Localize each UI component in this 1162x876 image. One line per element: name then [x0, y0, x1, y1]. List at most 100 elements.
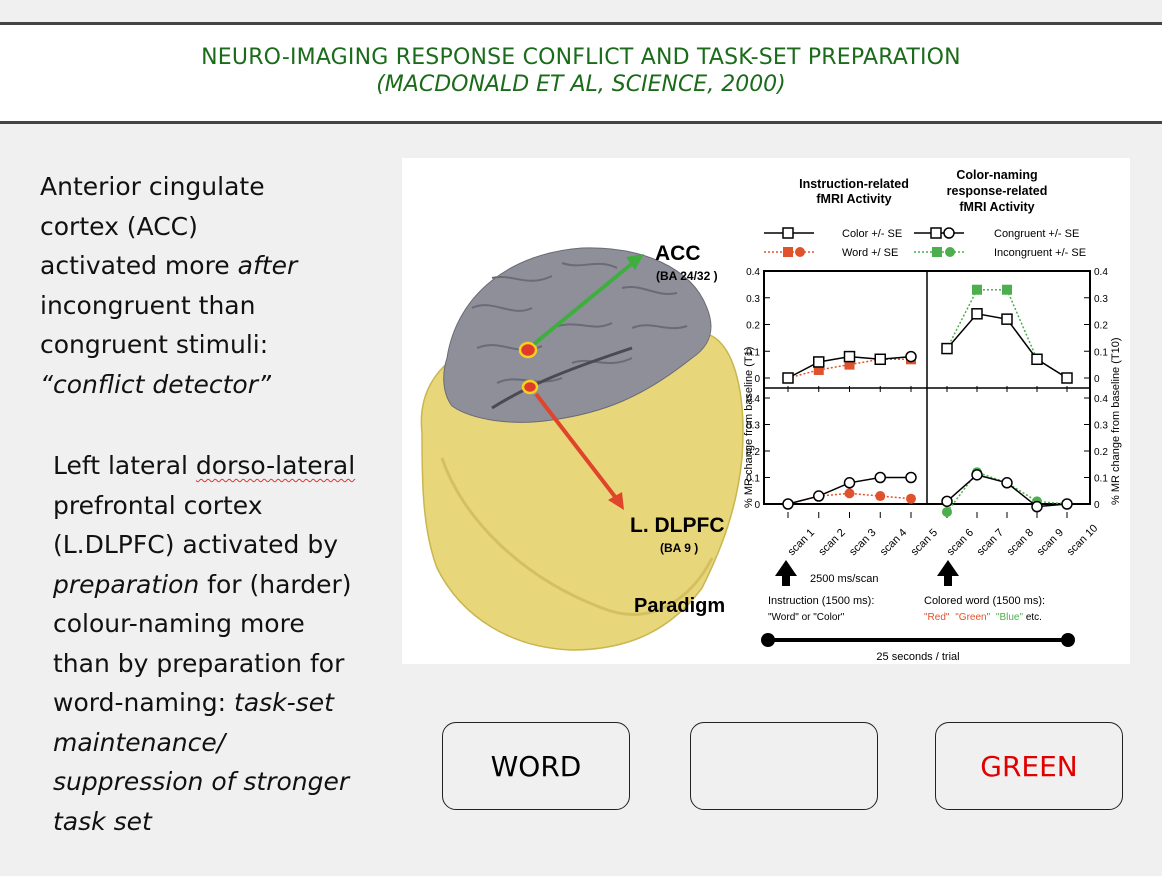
legend-incongruent-label: Incongruent +/- SE [994, 247, 1086, 259]
colored-word-examples: "Red" "Green" "Blue" etc. [924, 612, 1042, 623]
text-line: (L.DLPFC) activated by [53, 530, 339, 559]
text-span: activated more [40, 251, 238, 280]
data-point [941, 495, 953, 508]
dlpfc-description: Left lateral dorso-lateral prefrontal co… [53, 446, 355, 841]
instruction-desc-1: Instruction (1500 ms): [768, 595, 874, 607]
color-title-2: response-related [947, 184, 1048, 198]
bottom-rule [0, 121, 1162, 124]
text-line: colour-naming more [53, 609, 305, 638]
x-tick-label: scan 3 [847, 527, 878, 558]
y-tick-label: 0.4 [1094, 394, 1108, 405]
fmri-figure-svg: ACC (BA 24/32 ) L. DLPFC (BA 9 ) Paradig… [420, 168, 1122, 663]
slide-header: NEURO-IMAGING RESPONSE CONFLICT AND TASK… [0, 25, 1162, 121]
word-cue-box: WORD [442, 722, 630, 810]
y-tick-label: 0 [1094, 500, 1100, 511]
y-tick-label: 0.2 [746, 321, 760, 332]
y-tick-label: 0.4 [746, 267, 760, 278]
example-blue: "Blue" [996, 612, 1024, 623]
dlpfc-ba-label: (BA 9 ) [660, 541, 698, 555]
x-tick-label: scan 8 [1005, 527, 1036, 558]
instruction-onset-arrow [775, 560, 797, 586]
data-point [971, 469, 983, 481]
timeline-end [1061, 633, 1075, 647]
text-line: preparation for (harder) [53, 565, 355, 605]
data-point [844, 488, 855, 499]
legend-color-label: Color +/- SE [842, 228, 902, 240]
fmri-figure: ACC (BA 24/32 ) L. DLPFC (BA 9 ) Paradig… [402, 158, 1130, 664]
data-point [1002, 284, 1012, 295]
acc-ba-label: (BA 24/32 ) [656, 269, 718, 283]
text-span: for (harder) [199, 569, 352, 599]
y-tick-label: 0 [1094, 374, 1100, 385]
y-tick-label: 0.4 [1094, 267, 1108, 278]
data-point [942, 506, 952, 517]
legend-color-circle [943, 227, 955, 239]
scan-rate-label: 2500 ms/scan [810, 573, 878, 585]
data-point [906, 493, 916, 504]
text-line: prefrontal cortex [53, 490, 263, 520]
series-line [946, 288, 1068, 379]
legend-word-marker [783, 247, 793, 257]
y-tick-label: 0.4 [746, 394, 760, 405]
text-span: word-naming: [53, 688, 235, 717]
data-point [972, 284, 982, 295]
charts-layer: 0.40.30.20.100.40.30.20.100.40.30.20.10s… [746, 267, 1108, 558]
data-point [1001, 313, 1013, 325]
data-point [1001, 477, 1013, 489]
text-line: congruent stimuli: [40, 330, 269, 359]
legend-color-marker [782, 227, 794, 239]
text-line: Anterior cingulate [40, 172, 265, 201]
example-etc: etc. [1026, 612, 1042, 623]
green-word-label: GREEN [980, 749, 1078, 783]
legend-word-label: Word +/ SE [842, 247, 898, 259]
text-line: cortex (ACC) [40, 211, 198, 241]
y-tick-label: 0.1 [1094, 347, 1108, 358]
word-cue-label: WORD [490, 749, 582, 783]
y-tick-label: 0.2 [746, 447, 760, 458]
chart-panel: 0.40.30.20.10 [941, 267, 1108, 392]
y-tick-label: 0 [754, 374, 760, 385]
colored-word-desc-1: Colored word (1500 ms): [924, 595, 1045, 607]
y-axis-label-left: % MR change from baseline (T1) [743, 347, 755, 508]
x-tick-label: scan 5 [909, 527, 940, 558]
text-line: task set [53, 802, 355, 842]
y-tick-label: 0.1 [1094, 474, 1108, 485]
x-tick-label: scan 2 [816, 527, 847, 558]
emphasis-after: after [237, 251, 298, 280]
legend-word-circle [795, 247, 805, 257]
y-axis-label-right: % MR change from baseline (T10) [1110, 337, 1122, 505]
text-span: Left lateral [53, 451, 196, 480]
data-point [843, 477, 856, 489]
acc-label: ACC [655, 242, 701, 265]
dlpfc-activation [521, 379, 539, 395]
color-title-1: Color-naming [956, 168, 1037, 182]
acc-arrow-head [626, 254, 644, 270]
timeline-start [761, 633, 775, 647]
emphasis-task-set-end: task set [53, 806, 152, 836]
y-tick-label: 0.3 [746, 421, 760, 432]
color-title-3: fMRI Activity [959, 200, 1034, 214]
data-point [874, 353, 886, 366]
y-tick-label: 0.3 [1094, 421, 1108, 432]
dlpfc-label: L. DLPFC [630, 514, 725, 537]
legend-congruent-label: Congruent +/- SE [994, 228, 1079, 240]
y-tick-label: 0.3 [746, 294, 760, 305]
top-rule [0, 22, 1162, 25]
y-tick-label: 0.1 [746, 347, 760, 358]
data-point [843, 350, 856, 363]
medial-fissure [491, 346, 633, 410]
example-green: "Green" [955, 612, 990, 623]
legend-incongruent-circle [945, 247, 955, 257]
brain-illustration [420, 247, 744, 651]
chart-panel: 0.4 0.3 0.2 0.1 0 [746, 267, 917, 392]
data-point [844, 359, 855, 370]
x-tick-label: scan 10 [1065, 522, 1101, 558]
text-line: suppression of stronger [53, 762, 355, 802]
acc-arrow [532, 260, 636, 346]
data-point [1061, 498, 1073, 510]
head-shading [440, 457, 714, 616]
emphasis-maintenance: maintenance/ [53, 727, 226, 757]
acc-description: Anterior cingulate cortex (ACC) activate… [40, 167, 297, 404]
text-line: maintenance/ [53, 723, 355, 763]
blank-box [690, 722, 878, 810]
